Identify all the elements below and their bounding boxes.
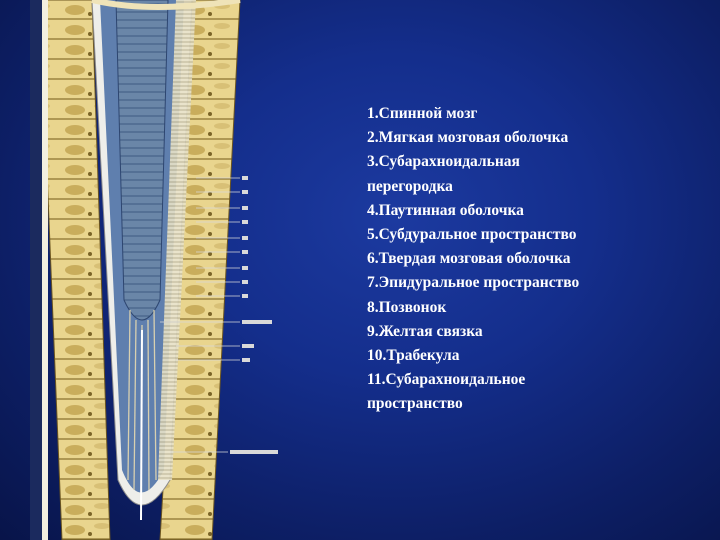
label-epidural-space: 7.Эпидуральное пространство [367, 274, 580, 292]
label-trabecula: 10.Трабекула [367, 347, 460, 365]
pointer-lines [160, 177, 240, 453]
nerve-roots [158, 0, 196, 480]
label-subarachnoid-space: 11.Субарахноидальное [367, 371, 526, 389]
pointer-marks [230, 176, 278, 454]
spinal-cord-illustration [30, 0, 278, 540]
spinal-cord [115, 0, 169, 321]
label-ligamentum-flavum: 9.Желтая связка [367, 322, 483, 340]
label-spinal-cord: 1.Спинной мозг [367, 105, 478, 122]
label-pia-mater: 2.Мягкая мозговая оболочка [367, 129, 569, 147]
legend-list: 1.Спинной мозг 2.Мягкая мозговая оболочк… [367, 102, 707, 417]
label-subarachnoid-septum-cont: перегородка [367, 177, 453, 195]
label-subdural-space: 5.Субдуральное пространство [367, 226, 577, 244]
label-subarachnoid-septum: 3.Субарахноидальная [367, 153, 520, 171]
label-dura-mater: 6.Твердая мозговая оболочка [367, 250, 571, 268]
label-arachnoid: 4.Паутинная оболочка [367, 201, 524, 219]
label-subarachnoid-space-cont: пространство [367, 395, 463, 413]
label-vertebra: 8.Позвонок [367, 298, 447, 316]
left-vertebral-column [39, 0, 111, 540]
left-dark-band [30, 0, 42, 540]
